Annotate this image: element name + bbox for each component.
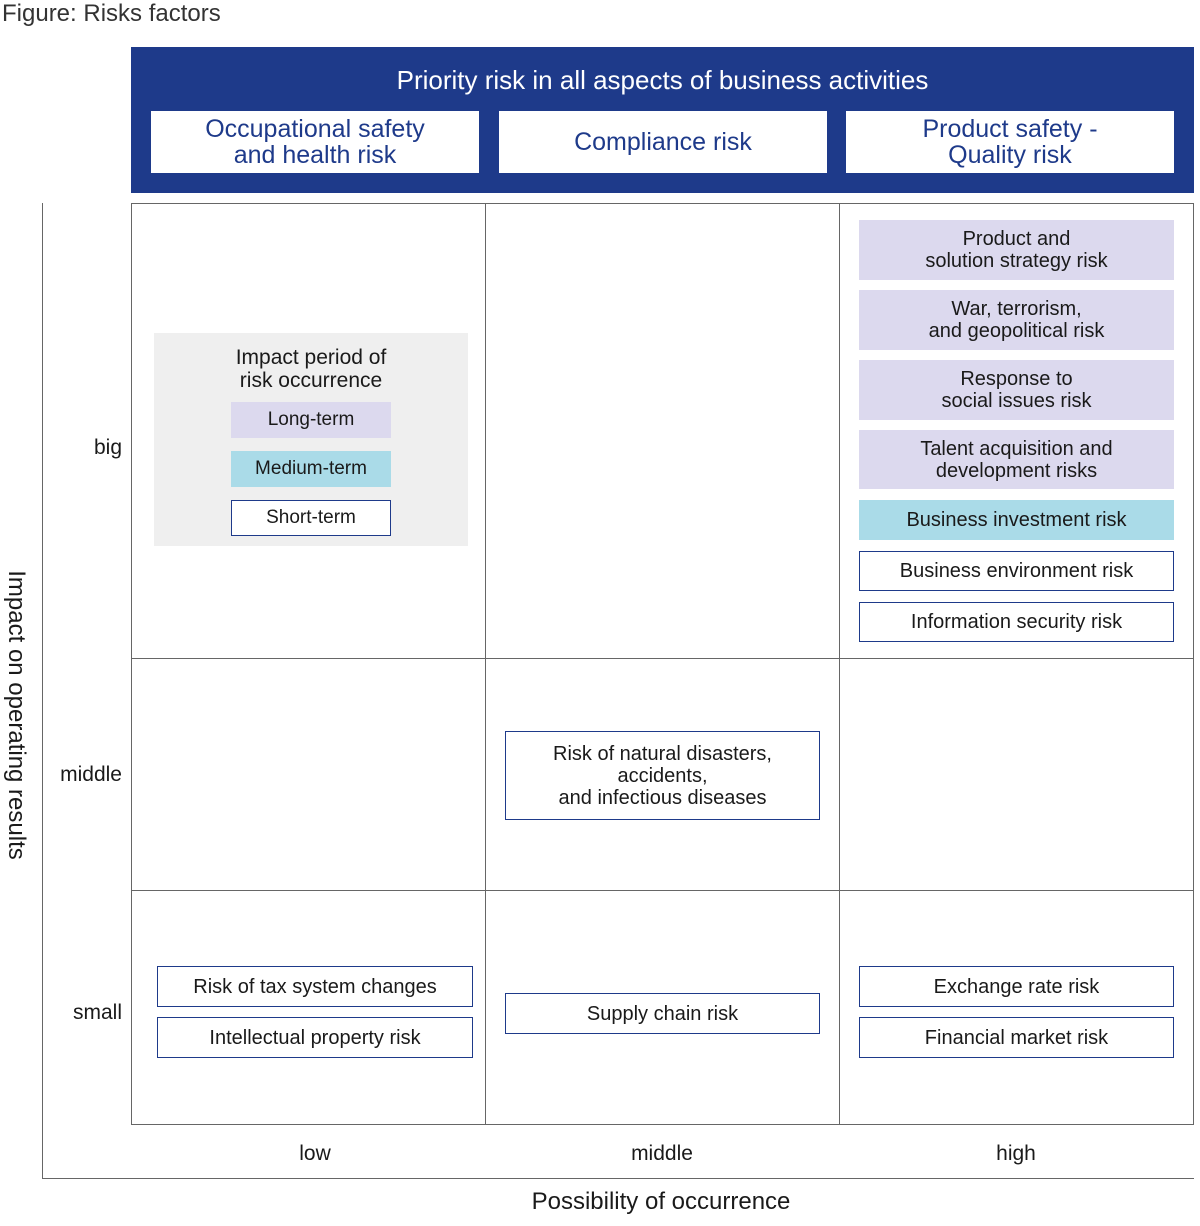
risk-social-issues-response: Response to social issues risk [859, 360, 1174, 420]
legend-long-term: Long-term [231, 402, 391, 438]
row-label-small: small [72, 1001, 122, 1024]
risk-talent-acquisition: Talent acquisition and development risks [859, 430, 1174, 489]
risk-war-terrorism-geopolitical: War, terrorism, and geopolitical risk [859, 290, 1174, 350]
x-axis-title: Possibility of occurrence [531, 1188, 791, 1215]
legend-short-term: Short-term [231, 500, 391, 536]
x-axis-line [42, 1178, 1194, 1179]
legend-title: Impact period of risk occurrence [235, 346, 387, 392]
col-label-low: low [299, 1142, 331, 1165]
risk-information-security: Information security risk [859, 602, 1174, 642]
risk-supply-chain: Supply chain risk [505, 993, 820, 1034]
risk-business-environment: Business environment risk [859, 551, 1174, 591]
y-axis-line [42, 203, 43, 1179]
col-label-high: high [996, 1142, 1036, 1165]
grid-divider [131, 658, 1194, 659]
risk-business-investment: Business investment risk [859, 500, 1174, 540]
grid-divider [839, 203, 840, 1125]
banner-title: Priority risk in all aspects of business… [396, 64, 929, 95]
figure-title: Figure: Risks factors [2, 0, 221, 27]
row-label-middle: middle [60, 763, 122, 786]
risk-natural-disasters: Risk of natural disasters, accidents, an… [505, 731, 820, 820]
grid-divider [131, 890, 1194, 891]
col-label-middle: middle [631, 1142, 693, 1165]
row-label-big: big [93, 436, 122, 459]
y-axis-title: Impact on operating results [3, 570, 30, 860]
priority-box-compliance: Compliance risk [499, 111, 827, 173]
grid-divider [485, 203, 486, 1125]
risk-tax-system-changes: Risk of tax system changes [157, 966, 473, 1007]
priority-box-product-safety: Product safety - Quality risk [846, 111, 1174, 173]
risk-product-solution-strategy: Product and solution strategy risk [859, 220, 1174, 280]
risk-intellectual-property: Intellectual property risk [157, 1017, 473, 1058]
risk-matrix-grid [131, 203, 1194, 1125]
legend-medium-term: Medium-term [231, 451, 391, 487]
risk-financial-market: Financial market risk [859, 1017, 1174, 1058]
y-axis-title-wrap: Impact on operating results [3, 550, 30, 880]
risk-exchange-rate: Exchange rate risk [859, 966, 1174, 1007]
priority-box-occupational-safety: Occupational safety and health risk [151, 111, 479, 173]
